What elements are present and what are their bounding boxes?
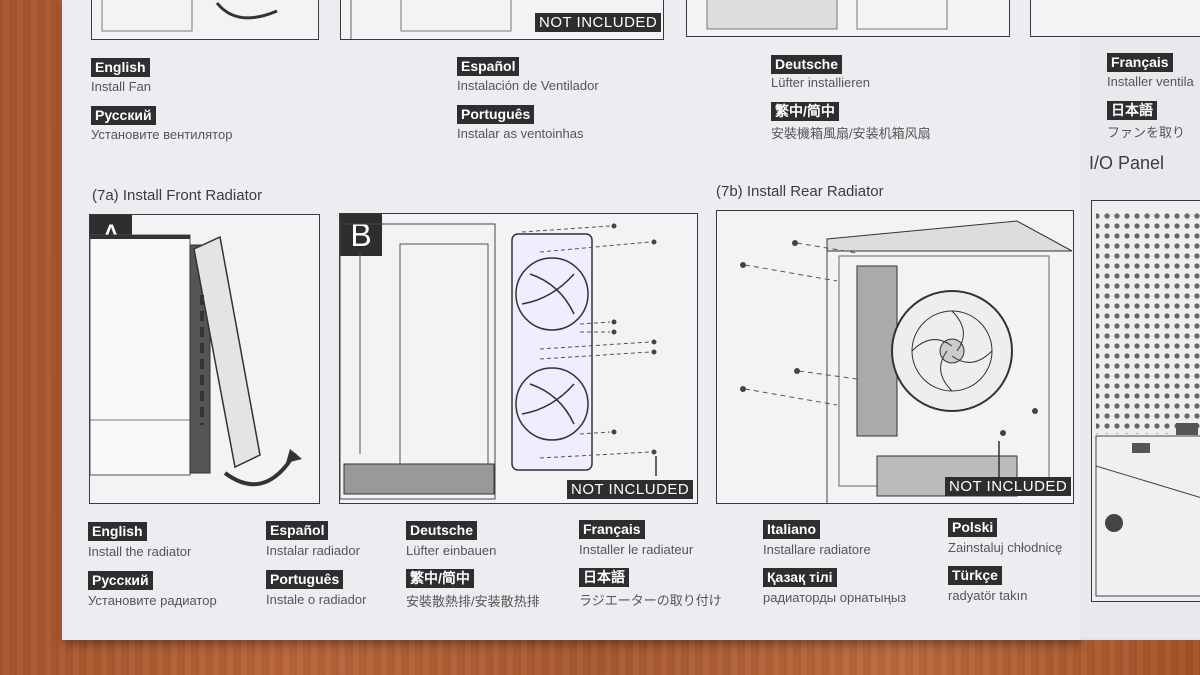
fan-illustration-2: NOT INCLUDED	[340, 0, 664, 40]
panel-b-letter: B	[340, 214, 382, 256]
lang-polish-text: Zainstaluj chłodnicę	[948, 540, 1063, 555]
lang-japanese-badge: 日本語	[579, 568, 629, 587]
panel-a-drawing	[90, 234, 302, 487]
rear-radiator-drawing	[740, 220, 1073, 503]
io-panel-title: I/O Panel	[1089, 153, 1165, 173]
lang-english-badge: English	[88, 522, 147, 541]
fan-illustration-3	[686, 0, 1010, 37]
lang-german-text: Lüfter installieren	[771, 75, 870, 90]
lang-kazakh-badge: Қазақ тілі	[763, 568, 837, 587]
lang-turkish-text: radyatör takın	[948, 588, 1028, 603]
lang-russian-badge: Русский	[91, 106, 156, 125]
lang-italian-badge: Italiano	[763, 520, 821, 539]
lang-portuguese-text: Instale o radiador	[266, 592, 367, 607]
lang-german-text: Lüfter einbauen	[406, 543, 497, 558]
lang-spanish-text: Instalación de Ventilador	[457, 78, 599, 93]
lang-spanish-badge: Español	[457, 57, 520, 76]
io-panel-illustration	[1091, 200, 1200, 602]
fan-illustration-1	[91, 0, 319, 40]
lang-french-text: Installer ventila	[1107, 74, 1194, 89]
lang-english-text: Install the radiator	[88, 544, 192, 559]
lang-polish-badge: Polski	[948, 518, 998, 537]
lang-kazakh-text: радиаторды орнатыңыз	[763, 590, 907, 605]
lang-german-badge: Deutsche	[771, 55, 843, 74]
lang-portuguese-text: Instalar as ventoinhas	[457, 126, 584, 141]
lang-japanese-text: ラジエーターの取り付け	[579, 593, 722, 608]
lang-spanish-text: Instalar radiador	[266, 543, 360, 558]
panel-a-illustration: A	[89, 214, 320, 504]
lang-italian-text: Installare radiatore	[763, 542, 871, 557]
lang-chinese-badge: 繁中/简中	[406, 569, 474, 588]
lang-french-text: Installer le radiateur	[579, 542, 694, 557]
fan-illustration-4	[1030, 0, 1200, 37]
io-panel-drawing	[1095, 209, 1200, 597]
lang-russian-badge: Русский	[88, 571, 153, 590]
panel-b-illustration: B NOT INCLUDED	[339, 213, 698, 504]
lang-german-badge: Deutsche	[406, 521, 478, 540]
not-included-label: NOT INCLUDED	[535, 13, 662, 32]
lang-chinese-text: 安裝散熱排/安装散热排	[406, 594, 540, 609]
not-included-label: NOT INCLUDED	[567, 480, 694, 499]
lang-portuguese-badge: Português	[457, 105, 535, 124]
lang-portuguese-badge: Português	[266, 570, 344, 589]
lang-turkish-badge: Türkçe	[948, 566, 1002, 585]
lang-japanese-badge: 日本語	[1107, 101, 1157, 120]
rear-radiator-illustration: NOT INCLUDED	[716, 210, 1074, 504]
section-7b-title: (7b) Install Rear Radiator	[716, 183, 884, 200]
lang-russian-text: Установите радиатор	[88, 593, 217, 608]
lang-spanish-badge: Español	[266, 521, 329, 540]
lang-french-badge: Français	[1107, 53, 1173, 72]
section-7a-title: (7a) Install Front Radiator	[92, 187, 263, 204]
panel-b-drawing	[340, 223, 657, 500]
lang-english-text: Install Fan	[91, 79, 151, 94]
lang-french-badge: Français	[579, 520, 645, 539]
not-included-label: NOT INCLUDED	[945, 477, 1072, 496]
lang-chinese-text: 安裝機箱風扇/安装机箱风扇	[771, 126, 931, 141]
lang-japanese-text: ファンを取り	[1107, 125, 1186, 140]
lang-english-badge: English	[91, 58, 150, 77]
lang-russian-text: Установите вентилятор	[91, 127, 233, 142]
lang-chinese-badge: 繁中/简中	[771, 102, 839, 121]
